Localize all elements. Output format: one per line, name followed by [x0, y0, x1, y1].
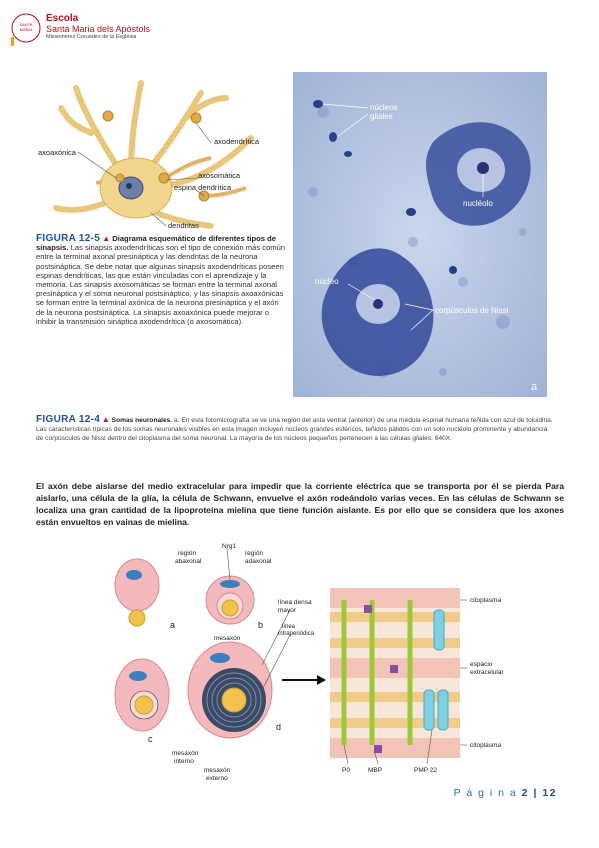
triangle-icon: ▲ [101, 415, 110, 424]
label-region-adaxonal-1: región [245, 550, 263, 557]
figure-12-5-label: FIGURA 12-5 [36, 233, 101, 244]
logo-line-2: Santa Maria dels Apòstols [46, 24, 151, 34]
label-mesaxon-interno-1: mesaxón [172, 750, 199, 757]
figure-12-5-caption: FIGURA 12-5 ▲ Diagrama esquemático de di… [36, 234, 288, 326]
membrane-detail [330, 588, 460, 758]
label-linea-intra-2: intraperiódica [278, 631, 315, 637]
synapse-types-diagram: axoaxónica axodendrítica axosomática esp… [38, 80, 260, 230]
school-logo: SANTA MARIA Escola Santa Maria dels Apòs… [8, 10, 158, 50]
school-crest-icon: SANTA MARIA [11, 13, 41, 46]
label-linea-densa-2: mayor [278, 607, 297, 614]
label-region-abaxonal-2: abaxonal [175, 558, 202, 565]
label-mesaxon-interno-2: interno [174, 758, 194, 765]
label-nrg1: Nrg1 [222, 543, 236, 550]
label-linea-densa-1: línea densa [278, 599, 312, 606]
page-word: P á g i n a [453, 787, 518, 799]
label-citoplasma-top: citoplasma [470, 597, 501, 604]
panel-c-cell [114, 658, 170, 732]
panel-label-a: a [170, 620, 175, 630]
figure-12-5-title: Diagrama esquemático de diferentes tipos… [36, 234, 276, 253]
neuron-soma-micrograph: núcleos gliales nucléolo núcleo corpúscu… [293, 72, 547, 397]
label-citoplasma-bottom: citoplasma [470, 742, 501, 749]
figure-12-5-text: Las sinapsis axodendríticas son el tipo … [36, 243, 286, 326]
figure-12-4-caption: FIGURA 12-4 ▲ Somas neuronales. a. En es… [36, 415, 556, 443]
label-corpusculos-nissl: corpúsculos de Nissl [435, 306, 509, 315]
label-p0: P0 [342, 767, 350, 774]
label-nucleo: núcleo [315, 277, 339, 286]
panel-label-b: b [258, 620, 263, 630]
page-separator: | [533, 787, 538, 799]
svg-text:MARIA: MARIA [20, 27, 33, 32]
svg-text:SANTA: SANTA [19, 22, 32, 27]
page-current: 2 [521, 787, 530, 799]
label-axodendritica: axodendrítica [214, 137, 260, 146]
triangle-icon: ▲ [102, 234, 111, 243]
panel-label-c: c [148, 734, 153, 744]
arrow-right-icon [317, 675, 326, 685]
page-total: 12 [542, 787, 557, 799]
figure-12-4-label: FIGURA 12-4 [36, 414, 101, 425]
label-pmp22: PMP 22 [414, 767, 437, 774]
label-region-adaxonal-2: adaxonal [245, 558, 272, 565]
label-mesaxon-externo-2: externo [206, 775, 228, 782]
panel-b-cell [205, 575, 255, 625]
label-espacio-2: extracelular [470, 669, 504, 676]
label-espina-dendritica: espina dendrítica [174, 183, 232, 192]
label-axoaxonica: axoaxónica [38, 148, 77, 157]
page-footer: P á g i n a 2 | 12 [454, 787, 557, 799]
panel-label-a: a [531, 381, 538, 393]
label-axosomatica: axosomática [198, 171, 241, 180]
figure-12-4-title: Somas neuronales. [111, 417, 173, 424]
label-espacio-1: espacio [470, 661, 493, 668]
label-nucleolo: nucléolo [463, 199, 493, 208]
panel-d-cell [187, 641, 273, 739]
label-linea-intra-1: línea [282, 624, 296, 630]
logo-line-3: Missioneres Creuades de la Església [46, 34, 137, 40]
body-paragraph: El axón debe aislarse del medio extracel… [36, 481, 564, 527]
panel-label-d: d [276, 722, 281, 732]
label-mesaxon: mesaxón [214, 635, 241, 642]
label-gliales: gliales [370, 112, 393, 121]
label-mesaxon-externo-1: mesaxón [204, 767, 231, 774]
label-region-abaxonal-1: región [178, 550, 196, 557]
logo-line-1: Escola [46, 13, 79, 24]
panel-a-cell [114, 558, 160, 627]
label-mbp: MBP [368, 767, 382, 774]
myelination-diagram: región abaxonal Nrg1 región adaxonal mes… [114, 543, 504, 782]
figure-12-4-text: a. En esta fotomicrografía se ve una reg… [36, 417, 553, 442]
label-dendritas: dendritas [168, 221, 199, 230]
label-nucleos: núcleos [370, 103, 398, 112]
